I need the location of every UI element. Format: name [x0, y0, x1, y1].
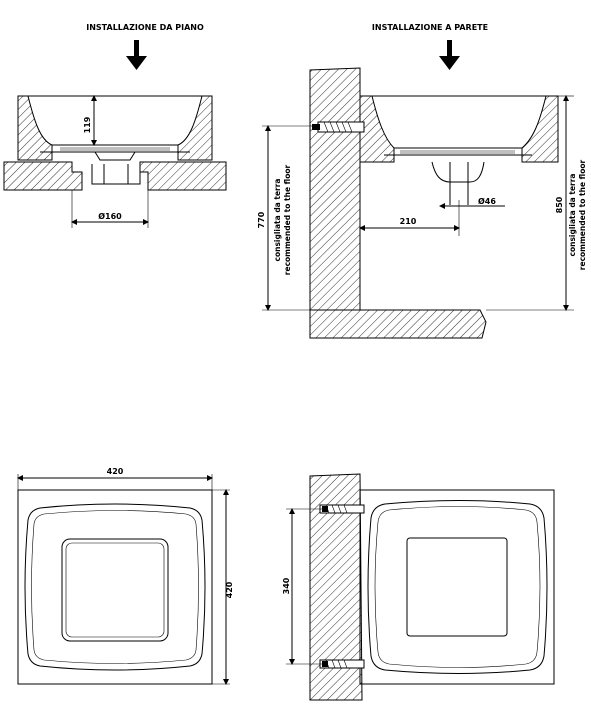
bottom-fixing-bolt-icon: [319, 659, 365, 669]
drain-diameter-dimension: Ø160: [98, 211, 122, 221]
countertop-right: [139, 161, 227, 191]
plan-basin-inner: [61, 538, 169, 642]
recommended-note-it-right: consigliata da terra: [568, 174, 577, 257]
plan-basin-rim: [24, 503, 206, 671]
wall-section-view: INSTALLAZIONE A PARETE 210 Ø46: [257, 23, 587, 339]
bowl-height-dimension: 119: [83, 116, 92, 133]
wall-fixing-bolt-icon: [312, 121, 365, 133]
down-arrow-icon: [126, 40, 147, 70]
down-arrow-icon: [439, 40, 460, 70]
wall-basin-drain: [431, 161, 485, 183]
wall-basin-back: [359, 95, 395, 163]
plan-wall-basin-inner: [406, 537, 508, 637]
plan-wall-section: [309, 473, 363, 701]
plan-wall-basin-rim: [367, 500, 548, 674]
plan-wall-basin-outer: [359, 489, 555, 685]
countertop-left: [3, 161, 83, 191]
recommended-note-it-left: consigliata da terra: [273, 179, 282, 262]
wall-distance-dimension: 210: [400, 217, 417, 226]
basin-bowl-profile: [28, 95, 202, 153]
top-fixing-bolt-icon: [319, 504, 365, 514]
floor-height-left-dimension: 770: [257, 211, 266, 228]
floor-height-right-dimension: 850: [555, 196, 564, 213]
floor-section: [309, 309, 487, 339]
fixing-spacing-dimension: 340: [282, 577, 291, 594]
top-width-dimension: 420: [107, 467, 124, 476]
recommended-note-en-left: recommended to the floor: [283, 165, 292, 276]
trap-diameter-dimension: Ø46: [478, 196, 496, 206]
plan-view-countertop: 420 420: [17, 467, 234, 685]
drain-body: [91, 164, 141, 185]
wall-basin-front: [521, 95, 559, 163]
countertop-section-view: INSTALLAZIONE DA PIANO 119 Ø160: [3, 23, 227, 228]
wall-title: INSTALLAZIONE A PARETE: [372, 23, 488, 32]
recommended-note-en-right: recommended to the floor: [578, 160, 587, 271]
top-depth-dimension: 420: [225, 581, 234, 598]
countertop-title: INSTALLAZIONE DA PIANO: [86, 23, 204, 32]
basin-wall-left: [17, 95, 53, 161]
plan-view-wall: 340: [282, 473, 555, 701]
wall-section: [309, 67, 361, 311]
basin-drain-neck: [94, 151, 136, 161]
basin-wall-right: [177, 95, 213, 161]
wall-basin-profile: [372, 95, 546, 156]
plan-outer-square: [17, 489, 213, 685]
